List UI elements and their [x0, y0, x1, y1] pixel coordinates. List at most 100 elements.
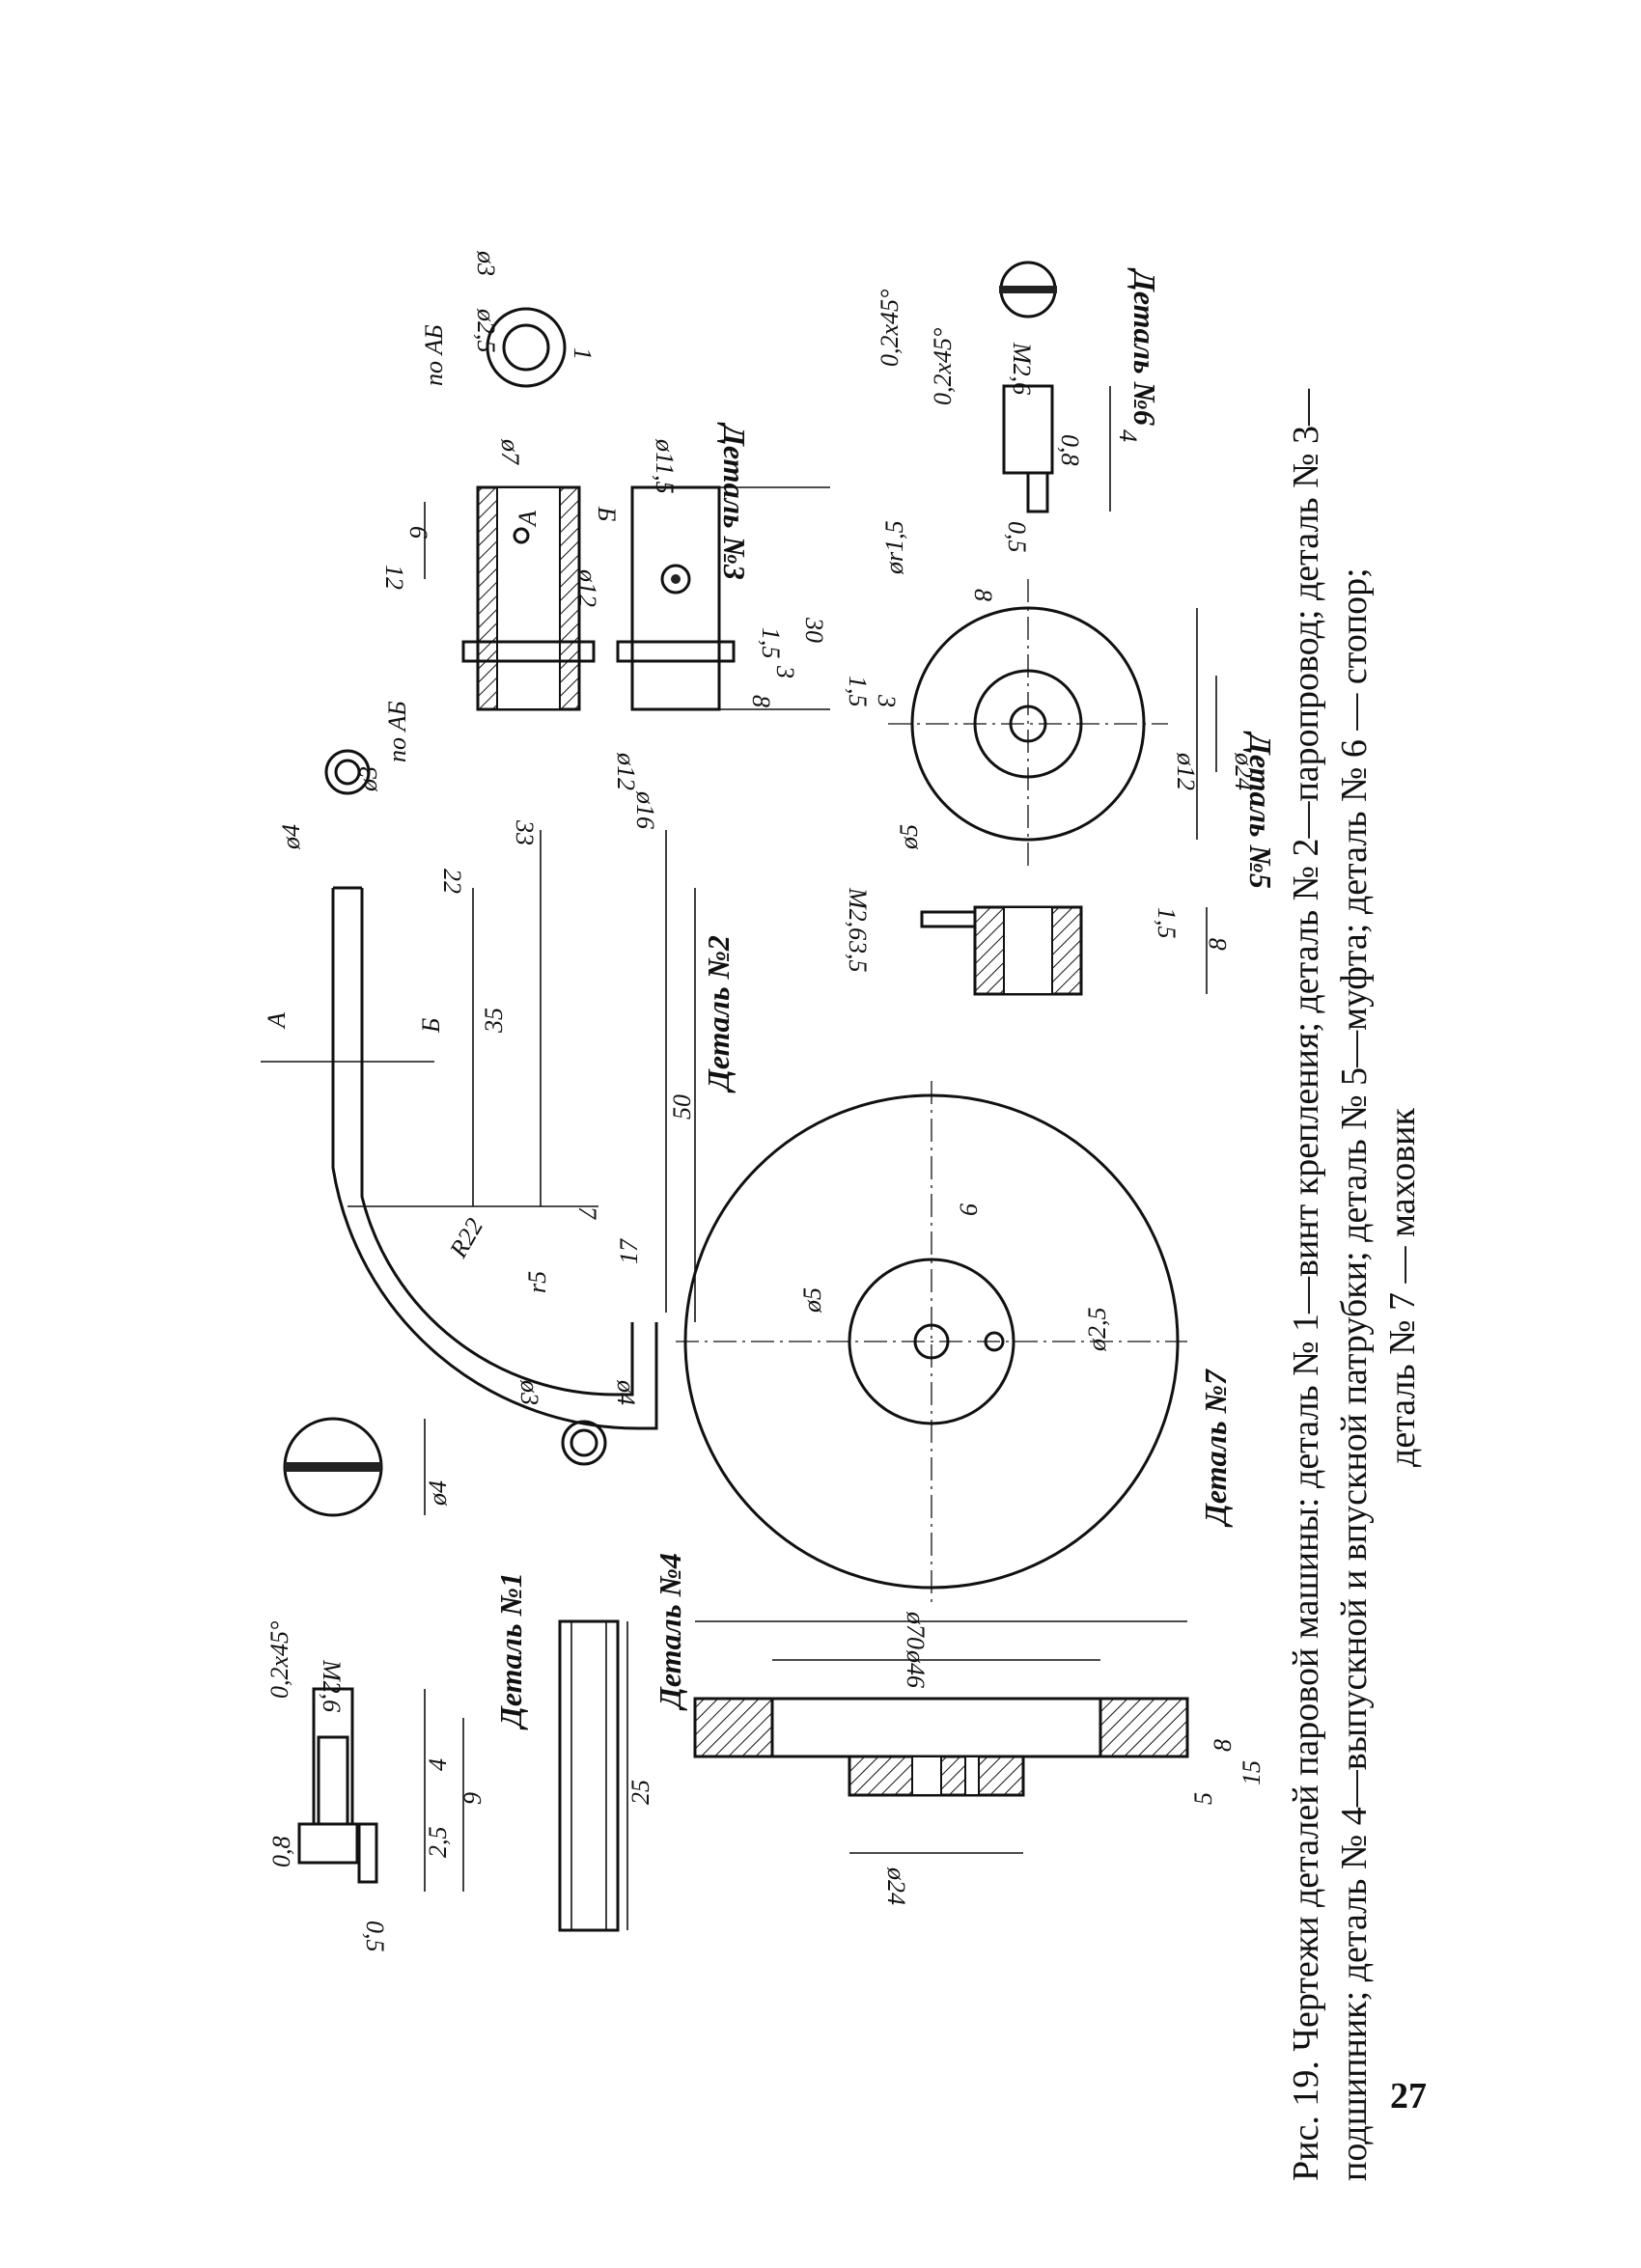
p6-dim-3: 0,8	[1056, 434, 1084, 466]
p4-dim-0: 25	[626, 1780, 654, 1805]
part2-pipe-outer	[331, 888, 658, 1430]
part1-title: Деталь №1	[493, 1572, 528, 1730]
p6-dim-2: M2,6	[1008, 342, 1036, 395]
p5-dim-5: 3	[873, 694, 901, 707]
p5-dim-6: 1,5	[844, 676, 872, 707]
p1-dim-7: ø4	[424, 1480, 452, 1507]
p2-dim-11: A	[263, 1012, 291, 1030]
part-5: 8 ø24 ø12 ø5 ør1,5 3 1,5 M2,6 3,5 1,5 8 …	[844, 520, 1278, 996]
p6-dim-1: 0,2x45°	[929, 328, 957, 405]
part6-tip	[1026, 471, 1049, 513]
part3-title: Деталь №3	[717, 422, 752, 580]
p1-dim-6: M2,6	[318, 1659, 346, 1712]
p6-dim-0: 0,2x45°	[876, 290, 904, 367]
p2-dim-10: по АБ	[383, 701, 411, 762]
p2-dim-6: r5	[523, 1271, 551, 1293]
p1-dim-3: 9	[459, 1792, 487, 1805]
part4-section-outer	[561, 1420, 607, 1466]
part3-flange	[461, 640, 596, 663]
p5-dim-8: 3,5	[844, 940, 872, 973]
p2-dim-12: Б	[417, 1018, 445, 1034]
page-number: 27	[1390, 2076, 1427, 2116]
p7-dim-1: ø46	[902, 1649, 930, 1688]
part-6: 0,2x45° 0,2x45° M2,6 0,8 4 0,5 Деталь №6	[876, 261, 1162, 553]
p3-dim-5: 30	[800, 617, 828, 643]
p4-dim-2: ø4	[612, 1379, 640, 1405]
p3-dim-11: по АБ	[420, 324, 448, 386]
p2-dim-3: 50	[668, 1094, 696, 1120]
p2-dim-2: 35	[480, 1008, 508, 1034]
p3-dim-16: 1	[569, 347, 597, 360]
p3-dim-4: ø12	[573, 568, 601, 607]
p7-dim-4: 5	[1189, 1792, 1217, 1805]
p3-dim-9: ø12	[612, 752, 640, 790]
part2-section-outer	[324, 749, 371, 795]
p5-dim-3: ø5	[895, 824, 923, 850]
p1-dim-4: 4	[424, 1758, 452, 1771]
part3-view	[630, 485, 721, 711]
part4-section-inner	[570, 1428, 598, 1457]
p2-dim-9: ø3	[354, 766, 382, 792]
p5-dim-9: 1,5	[1153, 907, 1181, 939]
part1-tip	[357, 1822, 378, 1884]
part6-title: Деталь №6	[1127, 267, 1162, 426]
caption-line-3: деталь № 7 — маховик	[1382, 1108, 1423, 1467]
part2-title: Деталь №2	[701, 935, 736, 1093]
part4-tube	[558, 1619, 620, 1932]
p5-dim-2: ø12	[1172, 752, 1200, 790]
p5-dim-10: 8	[1204, 938, 1232, 951]
part-1: 0,8 0,5 2,5 9 4 0,2x45° M2,6 ø4 Деталь №…	[265, 1417, 528, 1952]
caption-line-1: Рис. 19. Чертежи деталей паровой машины:…	[1286, 389, 1326, 2181]
part-4: 25 ø3 ø4 Деталь №4	[515, 1379, 687, 1932]
part5-title: Деталь №5	[1243, 731, 1278, 889]
p3-dim-10: ø16	[631, 790, 659, 829]
p2-dim-8: ø4	[277, 824, 305, 850]
p7-dim-5: 15	[1238, 1760, 1266, 1785]
p2-dim-1: 22	[438, 869, 466, 894]
part-2: 33 22 35 50 7 17 r5 R22 ø4 ø3 по АБ A Б …	[261, 701, 736, 1430]
part7-title: Деталь №7	[1198, 1368, 1233, 1528]
p7-dim-0: ø70	[902, 1611, 930, 1649]
p1-dim-5: 0,2x45°	[265, 1621, 293, 1699]
p5-dim-4: ør1,5	[880, 520, 908, 575]
part1-slot	[285, 1462, 381, 1472]
p3-dim-2: ø7	[496, 438, 524, 465]
p3-dim-0: 12	[380, 565, 408, 590]
p6-dim-4: 4	[1114, 429, 1142, 442]
part2-pipe-inner	[360, 888, 634, 1397]
part2-section-inner	[334, 759, 361, 786]
figure-caption: Рис. 19. Чертежи деталей паровой машины:…	[1284, 58, 1448, 2181]
p1-dim-2: 2,5	[424, 1827, 452, 1859]
p1-dim-0: 0,8	[267, 1837, 295, 1868]
p7-dim-6: ø5	[798, 1287, 826, 1314]
p1-dim-1: 0,5	[361, 1921, 389, 1952]
part6-body	[1002, 384, 1054, 475]
p3-dim-12: ø2,5	[472, 308, 500, 353]
p2-dim-0: 33	[511, 819, 539, 845]
p7-dim-8: ø2,5	[1083, 1308, 1111, 1353]
part-7: ø70 ø46 ø24 8 5 15 ø5 6 ø2,5 Деталь №7	[676, 1081, 1266, 1905]
part1-thread	[317, 1735, 349, 1826]
part-3: 12 6 ø7 ø11,5 ø12 30 1,5 3 8 ø12 ø16 по …	[380, 250, 830, 829]
p6-dim-5: 0,5	[1003, 521, 1031, 553]
p5-dim-7: M2,6	[844, 887, 872, 940]
p2-dim-7: R22	[444, 1213, 489, 1263]
p3-dim-7: 3	[771, 665, 799, 678]
p3-dim-14: A	[514, 511, 542, 528]
part4-title: Деталь №4	[653, 1553, 687, 1711]
part3-end-section	[486, 307, 567, 388]
p5-dim-1: ø24	[1230, 752, 1258, 790]
p3-dim-8: 8	[747, 695, 775, 707]
p7-dim-2: ø24	[882, 1867, 910, 1905]
p3-dim-3: ø11,5	[651, 438, 679, 494]
part1-head	[297, 1822, 359, 1865]
caption-line-2: подшипник; деталь № 4—выпускной и впускн…	[1334, 567, 1375, 2181]
p2-dim-5: 17	[615, 1238, 643, 1264]
p3-dim-15: Б	[593, 506, 621, 521]
p7-dim-7: 6	[955, 1203, 983, 1216]
p3-dim-6: 1,5	[757, 627, 785, 659]
p3-dim-13: ø3	[472, 250, 500, 276]
p2-dim-4: 7	[573, 1206, 601, 1220]
p5-dim-0: 8	[969, 589, 997, 601]
